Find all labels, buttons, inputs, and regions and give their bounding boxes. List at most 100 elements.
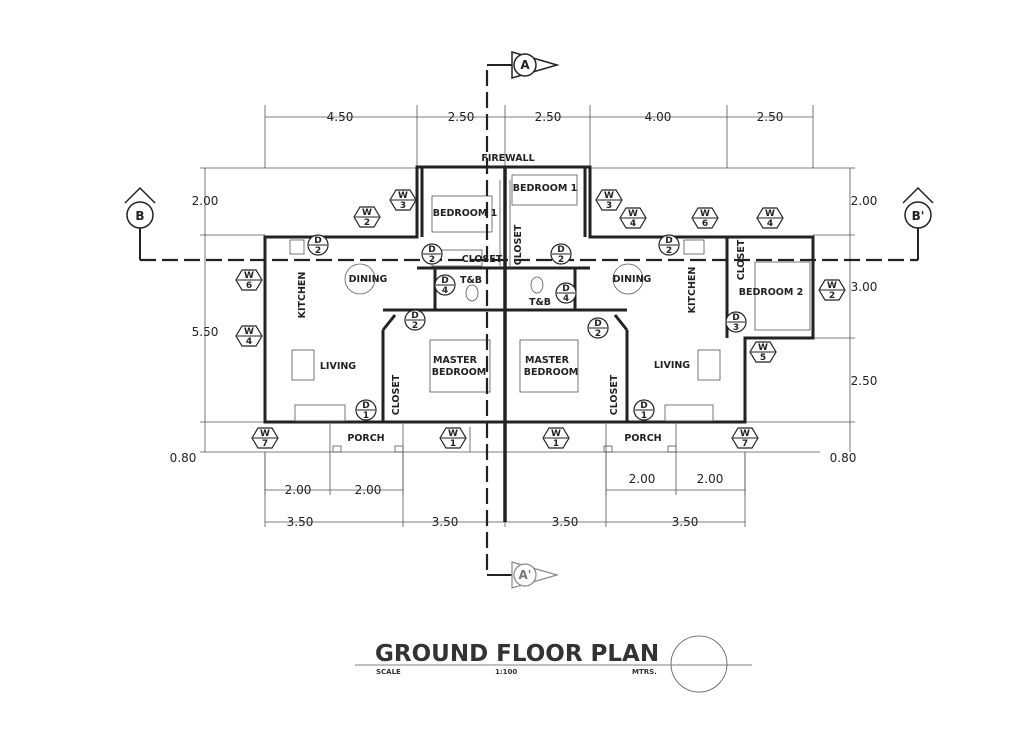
walls bbox=[263, 165, 815, 522]
window-tag-number: 6 bbox=[702, 219, 708, 229]
window-tag: W2 bbox=[818, 279, 846, 301]
window-tag-number: 5 bbox=[760, 353, 766, 363]
door-tag: D4 bbox=[434, 274, 456, 296]
window-tag-number: 4 bbox=[767, 219, 773, 229]
furniture bbox=[289, 174, 811, 422]
window-tag: W7 bbox=[731, 427, 759, 449]
north-circle bbox=[670, 635, 728, 693]
window-tag-type: W bbox=[398, 191, 408, 201]
window-tag-type: W bbox=[244, 271, 254, 281]
window-tag: W6 bbox=[235, 269, 263, 291]
bed-right-bedroom1 bbox=[511, 174, 578, 206]
window-tag-number: 4 bbox=[246, 337, 252, 347]
dim-bottom-6: 3.50 bbox=[432, 515, 459, 529]
window-tag-type: W bbox=[827, 281, 837, 291]
bed-left-bedroom1 bbox=[431, 195, 493, 233]
bed-bedroom2 bbox=[754, 261, 811, 331]
window-tag: W4 bbox=[756, 207, 784, 229]
door-tag: D1 bbox=[633, 399, 655, 421]
title-block: GROUND FLOOR PLAN SCALE 1:100 MTRS. bbox=[355, 635, 752, 693]
label-bedroom2: BEDROOM 2 bbox=[739, 287, 803, 298]
dim-top-5: 2.50 bbox=[757, 110, 784, 124]
dim-top-3: 2.50 bbox=[535, 110, 562, 124]
label-bedroom1-right: BEDROOM 1 bbox=[513, 183, 577, 194]
dim-bottom-1: 2.00 bbox=[285, 483, 312, 497]
window-tag-type: W bbox=[700, 209, 710, 219]
section-label-b: B bbox=[135, 209, 144, 223]
door-tag-type: D bbox=[665, 236, 672, 246]
label-porch-left: PORCH bbox=[347, 433, 384, 444]
window-tag-number: 2 bbox=[364, 218, 370, 228]
section-label-a: A bbox=[520, 58, 530, 72]
door-tag: D1 bbox=[355, 399, 377, 421]
units-label: MTRS. bbox=[632, 668, 657, 676]
sofa-right bbox=[664, 404, 714, 422]
label-kitchen-left: KITCHEN bbox=[297, 272, 308, 319]
door-tag: D2 bbox=[421, 243, 443, 265]
section-label-b-prime: B' bbox=[912, 209, 925, 223]
window-tag-type: W bbox=[244, 327, 254, 337]
dim-bottom-8: 3.50 bbox=[672, 515, 699, 529]
label-dining-left: DINING bbox=[349, 274, 388, 285]
label-tb-left: T&B bbox=[460, 275, 482, 286]
window-tag-type: W bbox=[758, 343, 768, 353]
label-tb-right: T&B bbox=[529, 297, 551, 308]
door-tag-number: 4 bbox=[563, 294, 569, 304]
window-tag-number: 1 bbox=[553, 439, 559, 449]
label-closet-master-left: CLOSET bbox=[391, 374, 402, 415]
label-master-left-2: BEDROOM bbox=[432, 367, 487, 378]
dim-left-3: 0.80 bbox=[170, 451, 197, 465]
window-tag-number: 6 bbox=[246, 281, 252, 291]
stove-right bbox=[683, 239, 705, 255]
door-tag: D4 bbox=[555, 282, 577, 304]
door-tag-type: D bbox=[428, 245, 435, 255]
door-tag-number: 2 bbox=[429, 255, 435, 265]
dim-bottom-7: 3.50 bbox=[552, 515, 579, 529]
window-tag: W7 bbox=[251, 427, 279, 449]
window-tag: W1 bbox=[439, 427, 467, 449]
window-tag-number: 3 bbox=[606, 201, 612, 211]
section-marker-a-bottom: A' bbox=[487, 561, 560, 589]
label-master-left-1: MASTER bbox=[433, 355, 478, 366]
window-tag: W3 bbox=[389, 189, 417, 211]
door-tag-type: D bbox=[411, 311, 418, 321]
door-tag-number: 2 bbox=[315, 246, 321, 256]
door-tag-number: 4 bbox=[442, 286, 448, 296]
dimension-labels: 4.50 2.50 2.50 4.00 2.50 2.00 5.50 0.80 … bbox=[170, 110, 878, 529]
window-tag-number: 7 bbox=[262, 439, 268, 449]
door-tag-type: D bbox=[362, 401, 369, 411]
window-tag: W6 bbox=[691, 207, 719, 229]
door-tag-number: 1 bbox=[363, 411, 369, 421]
scale-label: SCALE bbox=[376, 668, 401, 676]
label-kitchen-right: KITCHEN bbox=[687, 267, 698, 314]
window-tag: W4 bbox=[235, 325, 263, 347]
label-closet-right: CLOSET bbox=[513, 224, 524, 265]
dim-right-3: 2.50 bbox=[851, 374, 878, 388]
door-tag-type: D bbox=[732, 313, 739, 323]
window-tag-type: W bbox=[260, 429, 270, 439]
window-tag-type: W bbox=[362, 208, 372, 218]
door-tag-number: 2 bbox=[558, 255, 564, 265]
coffee-table-right bbox=[697, 349, 721, 381]
window-tag: W4 bbox=[619, 207, 647, 229]
coffee-table-left bbox=[291, 349, 315, 381]
label-firewall: FIREWALL bbox=[481, 153, 534, 164]
door-tag: D2 bbox=[658, 234, 680, 256]
door-tag: D2 bbox=[404, 309, 426, 331]
label-dining-right: DINING bbox=[613, 274, 652, 285]
window-tag-type: W bbox=[628, 209, 638, 219]
dim-top-1: 4.50 bbox=[327, 110, 354, 124]
label-closet-master-right: CLOSET bbox=[609, 374, 620, 415]
label-living-left: LIVING bbox=[320, 361, 356, 372]
window-tag: W3 bbox=[595, 189, 623, 211]
window-tag-number: 2 bbox=[829, 291, 835, 301]
label-closet-left: CLOSET bbox=[462, 254, 503, 265]
window-tag-number: 3 bbox=[400, 201, 406, 211]
window-tag: W5 bbox=[749, 341, 777, 363]
bed-master-left bbox=[429, 339, 491, 393]
dim-bottom-3: 2.00 bbox=[629, 472, 656, 486]
window-tag: W2 bbox=[353, 206, 381, 228]
window-tag: W1 bbox=[542, 427, 570, 449]
